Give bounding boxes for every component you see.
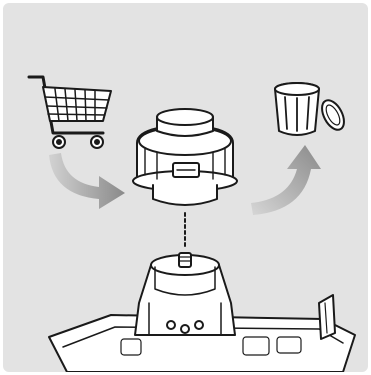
instruction-illustration <box>3 3 368 372</box>
arrow-right-icon <box>49 153 125 209</box>
base-unit-icon <box>49 253 355 372</box>
arrow-up-right-icon <box>251 145 321 215</box>
shopping-cart-icon <box>29 77 111 148</box>
replacement-part-icon <box>133 109 237 205</box>
trash-can-icon <box>275 83 348 135</box>
